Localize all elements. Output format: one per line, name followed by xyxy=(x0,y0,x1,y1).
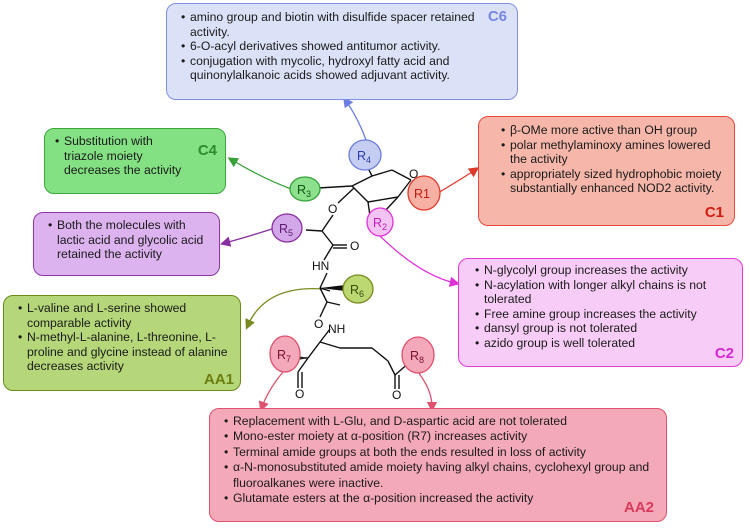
r3-badge: R3 xyxy=(289,176,321,202)
c2-tag: C2 xyxy=(714,345,734,363)
r1-badge: R1 xyxy=(407,175,441,211)
c2-item: Free amine group increases the activity xyxy=(475,307,732,322)
c2-item: dansyl group is not tolerated xyxy=(475,321,732,336)
r6-badge: R6 xyxy=(342,274,374,304)
svg-text:R8: R8 xyxy=(410,349,424,365)
aa2-item: Replacement with L-Glu, and D-aspartic a… xyxy=(224,414,656,430)
c6-item: conjugation with mycolic, hydroxyl fatty… xyxy=(181,54,507,83)
svg-text:R7: R7 xyxy=(277,348,291,364)
aa2-item: Glutamate esters at the α-position incre… xyxy=(224,491,656,507)
r5-callout: Both the molecules with lactic acid and … xyxy=(33,212,220,276)
amide-hn: HN xyxy=(312,259,329,273)
aa1-tag: AA1 xyxy=(203,371,234,389)
r5-item: Both the molecules with lactic acid and … xyxy=(48,218,211,262)
c1-tag: C1 xyxy=(704,204,724,222)
arrow-c4 xyxy=(227,157,292,190)
c2-item: azido group is well tolerated xyxy=(475,336,732,351)
ether-oxygen: O xyxy=(328,202,337,216)
c2-item: N-glycolyl group increases the activity xyxy=(475,263,732,278)
aa1-item: N-methyl-L-alanine, L-threonine, L-proli… xyxy=(18,330,232,374)
amide-nh: NH xyxy=(328,322,345,336)
arrow-aa2-right xyxy=(417,371,438,413)
arrow-c6 xyxy=(343,96,367,141)
aa2-item: Terminal amide groups at both the ends r… xyxy=(224,445,656,461)
aa2-item: Mono-ester moiety at α-position (R7) inc… xyxy=(224,429,656,445)
arrow-r5 xyxy=(219,228,273,247)
svg-text:R1: R1 xyxy=(414,187,430,201)
c6-tag: C6 xyxy=(487,8,507,25)
c2-callout: N-glycolyl group increases the activity … xyxy=(458,258,743,367)
c4-item: Substitution with triazole moiety decrea… xyxy=(55,134,193,178)
c6-item: 6-O-acyl derivatives showed antitumor ac… xyxy=(181,39,507,54)
c4-tag: C4 xyxy=(197,142,217,159)
c4-callout: Substitution with triazole moiety decrea… xyxy=(44,128,226,194)
aa2-item: α-N-monosubstituted amide moiety having … xyxy=(224,460,656,491)
arrow-aa2-left xyxy=(258,371,284,412)
carbonyl-oxygen-2: O xyxy=(314,317,323,331)
c6-item: amino group and biotin with disulfide sp… xyxy=(181,10,507,39)
carbonyl-oxygen-3: O xyxy=(295,387,304,401)
carbonyl-oxygen-1: O xyxy=(350,239,359,253)
svg-text:R2: R2 xyxy=(373,216,387,232)
ring-oxygen: O xyxy=(409,167,418,181)
svg-text:R4: R4 xyxy=(357,149,371,165)
r7-badge: R7 xyxy=(269,335,301,373)
carbonyl-oxygen-4: O xyxy=(392,388,401,402)
c1-item: polar methylaminoxy amines lowered the a… xyxy=(501,138,724,167)
c1-item: β-OMe more active than OH group xyxy=(501,123,724,138)
c1-item: appropriately sized hydrophobic moiety s… xyxy=(501,167,724,196)
c2-item: N-acylation with longer alkyl chains is … xyxy=(475,278,732,307)
svg-text:R3: R3 xyxy=(297,183,311,199)
arrow-c1 xyxy=(437,167,480,194)
arrow-c2 xyxy=(379,235,461,287)
arrow-aa1 xyxy=(245,287,324,330)
r4-badge: R4 xyxy=(348,139,382,171)
svg-text:R6: R6 xyxy=(350,283,364,299)
r5-badge: R5 xyxy=(271,213,303,243)
aa1-callout: L-valine and L-serine showed comparable … xyxy=(3,295,241,391)
svg-text:R5: R5 xyxy=(279,222,293,238)
aa2-callout: Replacement with L-Glu, and D-aspartic a… xyxy=(209,408,667,522)
aa2-tag: AA2 xyxy=(623,498,654,516)
r2-badge: R2 xyxy=(366,207,394,237)
c6-callout: amino group and biotin with disulfide sp… xyxy=(166,3,518,100)
c1-callout: β-OMe more active than OH group polar me… xyxy=(478,116,735,226)
wedge-bond-ala xyxy=(320,285,345,291)
aa1-item: L-valine and L-serine showed comparable … xyxy=(18,301,232,330)
r8-badge: R8 xyxy=(401,336,435,374)
